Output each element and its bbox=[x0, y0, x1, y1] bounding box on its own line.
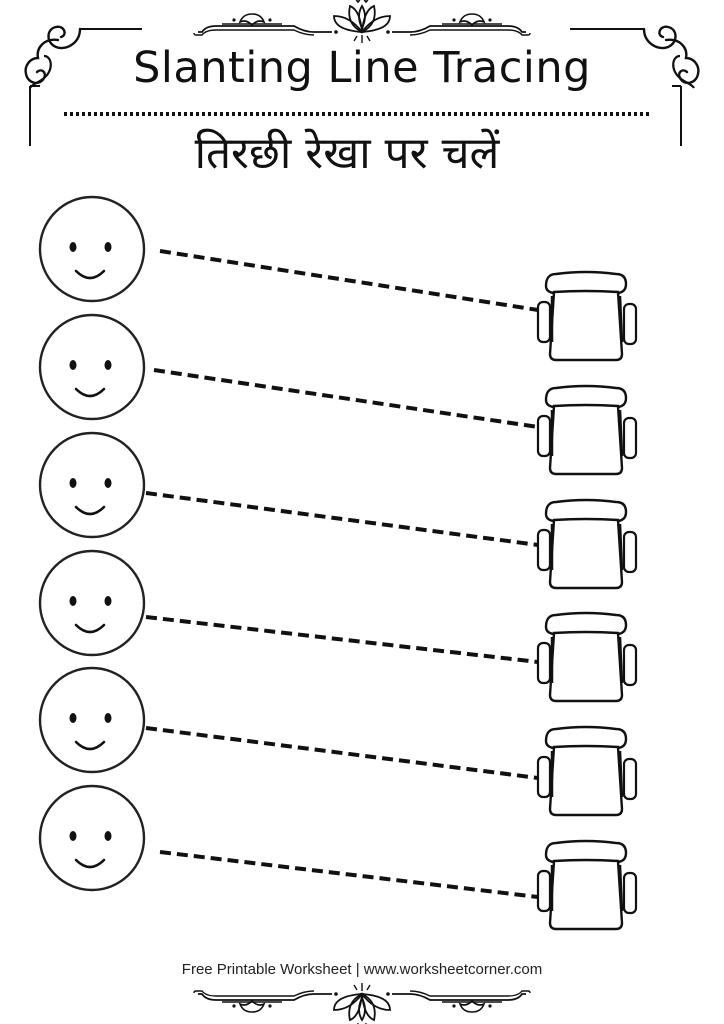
tracing-line[interactable] bbox=[145, 726, 539, 780]
chair-icon bbox=[536, 839, 638, 931]
smiley-face-icon bbox=[38, 195, 146, 303]
chair-icon bbox=[536, 498, 638, 590]
chair-icon bbox=[536, 725, 638, 817]
corner-scroll-right bbox=[570, 25, 700, 146]
tracing-line[interactable] bbox=[153, 368, 539, 429]
smiley-face-icon bbox=[38, 666, 146, 774]
tracing-row bbox=[38, 431, 638, 590]
tracing-row bbox=[38, 666, 638, 817]
tracing-row bbox=[38, 195, 638, 362]
tracing-line[interactable] bbox=[145, 615, 539, 664]
smiley-face-icon bbox=[38, 431, 146, 539]
smiley-face-icon bbox=[38, 313, 146, 421]
worksheet-title: Slanting Line Tracing bbox=[133, 43, 591, 93]
smiley-face-icon bbox=[38, 784, 146, 892]
chair-icon bbox=[536, 270, 638, 362]
worksheet-subtitle-hindi: तिरछी रेखा पर चलें bbox=[194, 128, 500, 179]
smiley-face-icon bbox=[38, 549, 146, 657]
chair-icon bbox=[536, 384, 638, 476]
tracing-row bbox=[38, 549, 638, 703]
tracing-line[interactable] bbox=[145, 491, 539, 547]
corner-scroll-left bbox=[24, 25, 142, 146]
tracing-row bbox=[38, 784, 638, 931]
chair-icon bbox=[536, 611, 638, 703]
tracing-line[interactable] bbox=[159, 249, 539, 312]
tracing-line[interactable] bbox=[159, 850, 539, 899]
footer-credit: Free Printable Worksheet | www.worksheet… bbox=[181, 961, 543, 978]
tracing-row bbox=[38, 313, 638, 476]
